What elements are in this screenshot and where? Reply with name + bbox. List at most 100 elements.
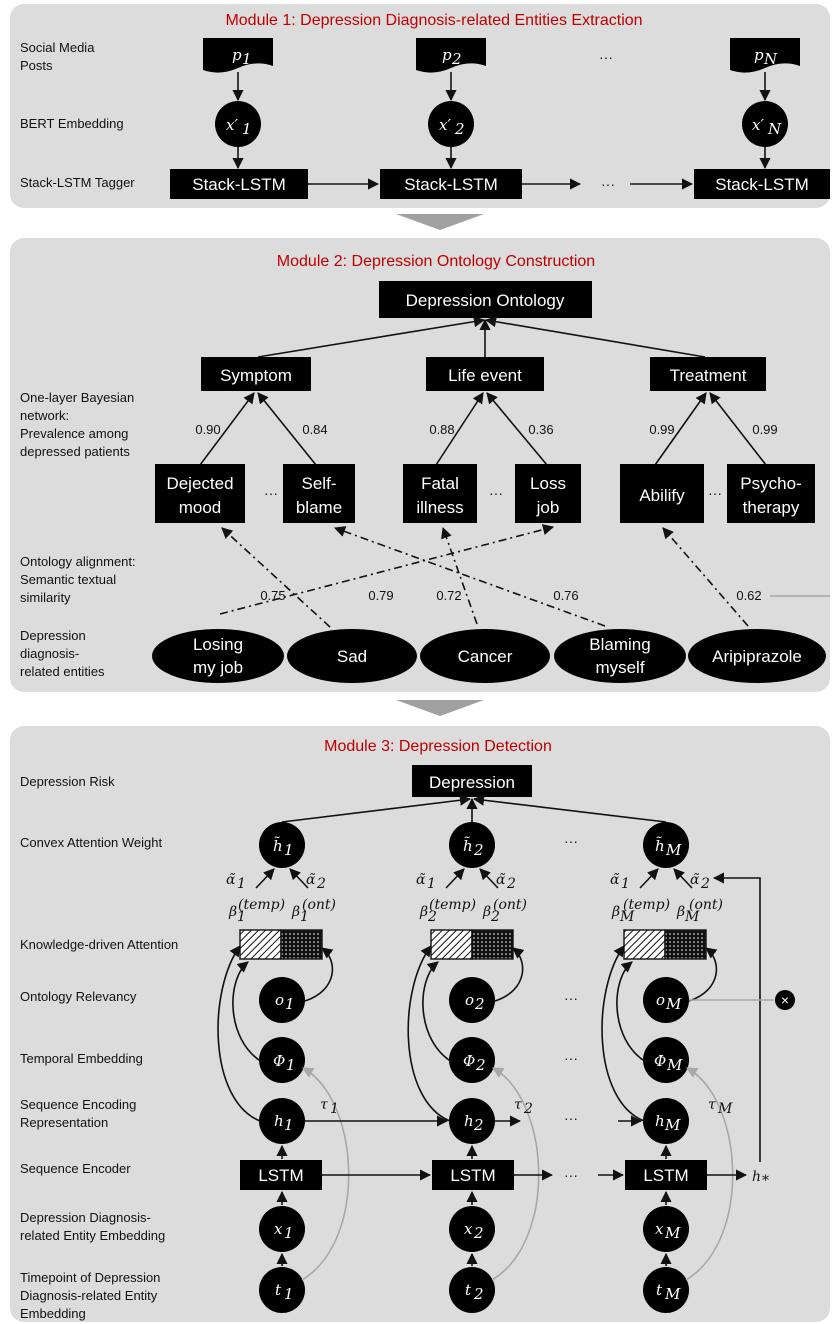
- svg-text:1: 1: [300, 909, 309, 925]
- stack-lstm-box-1: Stack-LSTM: [170, 169, 308, 199]
- svg-text:blame: blame: [296, 498, 342, 517]
- svg-text:job: job: [536, 498, 560, 517]
- t-node-2: t 2: [449, 1267, 495, 1313]
- x-node-2: x 2: [449, 1206, 495, 1252]
- depression-output-box: Depression: [412, 765, 532, 797]
- column-1: h̃ 1 α̃ 1 α̃ 2 β 1 (temp) β 1 (ont): [217, 822, 350, 1313]
- bert-embedding-node-2: x′ 2: [428, 101, 474, 147]
- svg-text:1: 1: [427, 876, 436, 892]
- concept-abilify: Abilify: [620, 464, 704, 523]
- svg-text:h̃: h̃: [273, 837, 283, 855]
- category-symptom: Symptom: [201, 357, 311, 391]
- svg-text:h: h: [655, 1112, 665, 1130]
- beta-labels-1: β 1 (temp) β 1 (ont): [228, 897, 336, 925]
- svg-text:1: 1: [242, 120, 252, 138]
- svg-text:Life event: Life event: [448, 366, 522, 385]
- lstm-box-m: LSTM: [625, 1160, 707, 1190]
- svg-text:1: 1: [284, 1285, 294, 1303]
- h-tilde-node-1: h̃ 1: [259, 822, 305, 868]
- prevalence-loss-job: 0.36: [528, 422, 553, 437]
- svg-text:2: 2: [454, 120, 465, 138]
- alpha-labels-2: α̃ 1 α̃ 2: [416, 872, 516, 892]
- svg-text:h: h: [274, 1112, 284, 1130]
- prevalence-dejected-mood: 0.90: [195, 422, 220, 437]
- svg-text:α̃: α̃: [496, 872, 506, 888]
- label-entities-1: Depression: [20, 628, 86, 643]
- o-node-1: o 1: [259, 977, 305, 1023]
- similarity-aripiprazole: 0.62: [736, 588, 761, 603]
- h-node-m: h M: [643, 1098, 689, 1144]
- svg-text:Cancer: Cancer: [458, 647, 513, 666]
- svg-text:o: o: [656, 991, 665, 1009]
- svg-text:p: p: [442, 46, 452, 64]
- o-node-2: o 2: [449, 977, 495, 1023]
- svg-text:Aripiprazole: Aripiprazole: [712, 647, 802, 666]
- svg-text:x: x: [464, 1220, 473, 1238]
- h-node-1: h 1: [259, 1098, 305, 1144]
- multiply-symbol: ×: [775, 990, 795, 1010]
- svg-text:2: 2: [475, 1056, 486, 1074]
- svg-text:M: M: [666, 1056, 683, 1074]
- module-3-panel: Module 3: Depression Detection Depressio…: [10, 726, 830, 1322]
- t-node-m: t M: [643, 1267, 689, 1313]
- svg-text:h: h: [464, 1112, 474, 1130]
- svg-text:Losing: Losing: [193, 635, 243, 654]
- o-node-m: o M: [643, 977, 689, 1023]
- phi-node-2: Φ 2: [449, 1037, 495, 1083]
- svg-text:β: β: [419, 904, 428, 920]
- svg-text:N: N: [767, 120, 782, 138]
- svg-text:2: 2: [473, 841, 484, 859]
- svg-text:t: t: [465, 1281, 472, 1299]
- svg-text:2: 2: [451, 50, 462, 68]
- row-label-social-media: Social Media: [20, 40, 95, 55]
- svg-text:(temp): (temp): [238, 897, 285, 913]
- svg-text:M: M: [664, 1116, 681, 1134]
- concept-self-blame: Self- blame: [283, 464, 355, 523]
- svg-text:Depression: Depression: [429, 773, 515, 792]
- svg-text:mood: mood: [179, 498, 222, 517]
- svg-text:LSTM: LSTM: [258, 1166, 303, 1185]
- concepts-ellipsis-1: ···: [264, 485, 278, 501]
- svg-text:Treatment: Treatment: [670, 366, 747, 385]
- row-label-entity-emb-2: related Entity Embedding: [20, 1228, 165, 1243]
- svg-text:τ: τ: [320, 1097, 328, 1113]
- row-label-posts: Posts: [20, 58, 53, 73]
- svg-text:Dejected: Dejected: [166, 474, 233, 493]
- svg-text:1: 1: [286, 1056, 296, 1074]
- svg-text:τ: τ: [514, 1097, 522, 1113]
- beta-labels-m: β M (temp) β M (ont): [611, 897, 723, 925]
- svg-text:2: 2: [316, 876, 326, 892]
- svg-text:α̃: α̃: [226, 872, 236, 888]
- svg-text:2: 2: [490, 909, 500, 925]
- similarity-losing-my-job: 0.75: [260, 588, 285, 603]
- row-label-seq-rep-2: Representation: [20, 1115, 108, 1130]
- module-2-panel: Module 2: Depression Ontology Constructi…: [10, 238, 830, 692]
- concept-fatal-illness: Fatal illness: [403, 464, 477, 523]
- alpha-labels-m: α̃ 1 α̃ 2: [610, 872, 710, 892]
- svg-text:β: β: [676, 904, 685, 920]
- post-node-n: p N: [730, 38, 800, 73]
- svg-text:t: t: [656, 1281, 663, 1299]
- row-label-seq-encoder: Sequence Encoder: [20, 1161, 131, 1176]
- svg-text:N: N: [763, 50, 778, 68]
- prevalence-self-blame: 0.84: [302, 422, 327, 437]
- concept-loss-job: Loss job: [515, 464, 581, 523]
- entity-aripiprazole: Aripiprazole: [688, 629, 826, 683]
- module-2-title: Module 2: Depression Ontology Constructi…: [277, 253, 595, 270]
- svg-text:h̃: h̃: [655, 837, 665, 855]
- svg-text:Blaming: Blaming: [589, 635, 650, 654]
- svg-text:Sad: Sad: [337, 647, 367, 666]
- alpha-labels-1: α̃ 1 α̃ 2: [226, 872, 326, 892]
- concepts-ellipsis-2: ···: [489, 485, 503, 501]
- o-ellipsis: ···: [564, 990, 578, 1006]
- post-node-1: p 1: [203, 38, 273, 73]
- depression-ontology-box: Depression Ontology: [379, 281, 592, 318]
- svg-text:2: 2: [473, 1285, 484, 1303]
- svg-text:1: 1: [284, 1224, 294, 1242]
- svg-text:α̃: α̃: [306, 872, 316, 888]
- svg-text:(ont): (ont): [302, 897, 336, 913]
- column-m: h̃ M α̃ 1 α̃ 2 β M (temp) β M (ont): [601, 822, 734, 1313]
- svg-text:Abilify: Abilify: [639, 486, 685, 505]
- svg-text:x: x: [274, 1220, 283, 1238]
